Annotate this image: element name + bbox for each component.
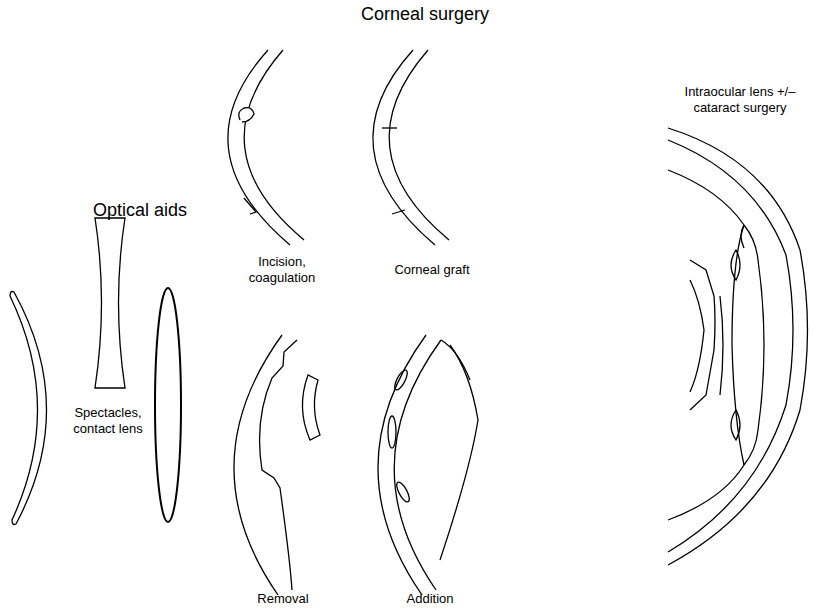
method-label: Spectacles, contact lens [58,405,158,436]
method-label: Intraocular lens +/– cataract surgery [672,84,808,115]
contact-lens [10,292,47,525]
cornea-removal [234,335,320,595]
section-heading: Corneal surgery [325,4,525,26]
section-heading: Optical aids [70,200,210,222]
convex-lens [155,288,181,522]
cornea-incision [228,50,304,245]
eye-intraocular-lens [668,128,808,565]
method-label: Removal [233,591,333,607]
method-label: Incision, coagulation [227,254,337,285]
method-label: Addition [380,591,480,607]
cornea-graft [373,50,449,245]
concave-lens [95,218,125,388]
method-label: Corneal graft [372,262,492,278]
cornea-addition [378,335,478,595]
